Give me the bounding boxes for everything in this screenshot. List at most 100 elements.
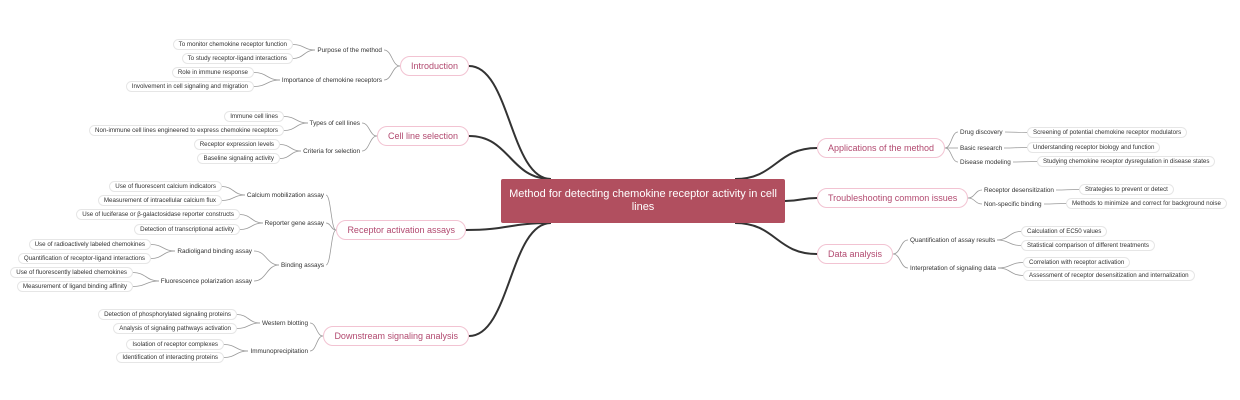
connector-down-w bbox=[309, 322, 324, 337]
connector-da-q-0 bbox=[996, 231, 1022, 241]
leaf-detection-of-transcriptional-activity[interactable]: Detection of transcriptional activity bbox=[134, 224, 240, 235]
leaf-to-study-receptor-ligand-interactions[interactable]: To study receptor-ligand interactions bbox=[181, 53, 293, 64]
leaf-use-of-radioactively-labeled-chemokines[interactable]: Use of radioactively labeled chemokines bbox=[28, 239, 151, 250]
leaf-use-of-fluorescent-calcium-indicators[interactable]: Use of fluorescent calcium indicators bbox=[109, 181, 222, 192]
connector-rec-c bbox=[325, 194, 337, 231]
topic-applications-of-the-method[interactable]: Applications of the method bbox=[817, 138, 946, 158]
connector-da-q-1 bbox=[996, 239, 1022, 246]
subtopic-importance-of-chemokine-receptors[interactable]: Importance of chemokine receptors bbox=[279, 74, 384, 86]
topic-data-analysis[interactable]: Data analysis bbox=[817, 244, 894, 264]
leaf-screening-of-potential-chemokine-receptor-modulators[interactable]: Screening of potential chemokine recepto… bbox=[1027, 127, 1188, 138]
subtopic-purpose-of-the-method[interactable]: Purpose of the method bbox=[315, 44, 384, 56]
connector-tr-d-0 bbox=[1055, 189, 1080, 191]
connector-rec-r bbox=[325, 222, 337, 231]
subtopic-non-specific-binding[interactable]: Non-specific binding bbox=[982, 198, 1044, 210]
connector-down bbox=[468, 222, 552, 337]
leaf-involvement-in-cell-signaling-and-migration[interactable]: Involvement in cell signaling and migrat… bbox=[125, 81, 254, 92]
central-topic[interactable]: Method for detecting chemokine receptor … bbox=[501, 179, 785, 223]
connector-app-m-0 bbox=[1012, 161, 1038, 163]
subtopic-reporter-gene-assay[interactable]: Reporter gene assay bbox=[262, 217, 326, 229]
leaf-statistical-comparison-of-different-treatments[interactable]: Statistical comparison of different trea… bbox=[1021, 240, 1155, 251]
subtopic-western-blotting[interactable]: Western blotting bbox=[259, 317, 310, 329]
topic-cell-line-selection[interactable]: Cell line selection bbox=[376, 126, 469, 146]
leaf-isolation-of-receptor-complexes[interactable]: Isolation of receptor complexes bbox=[126, 339, 224, 350]
leaf-use-of-fluorescently-labeled-chemokines[interactable]: Use of fluorescently labeled chemokines bbox=[10, 267, 133, 278]
subtopic-interpretation-of-signaling-data[interactable]: Interpretation of signaling data bbox=[908, 262, 998, 274]
subtopic-fluorescence-polarization-assay[interactable]: Fluorescence polarization assay bbox=[158, 275, 254, 287]
connector-da bbox=[734, 222, 818, 255]
leaf-non-immune-cell-lines-engineered-to-express-chemokine-receptors[interactable]: Non-immune cell lines engineered to expr… bbox=[89, 125, 284, 136]
subtopic-quantification-of-assay-results[interactable]: Quantification of assay results bbox=[908, 234, 998, 246]
connector-app-d bbox=[944, 131, 959, 149]
connector-intro-p-1 bbox=[292, 49, 316, 59]
subtopic-immunoprecipitation[interactable]: Immunoprecipitation bbox=[248, 345, 310, 357]
connector-down-i-0 bbox=[223, 344, 249, 352]
leaf-use-of-luciferase-or-galactosidase-reporter-constructs[interactable]: Use of luciferase or β-galactosidase rep… bbox=[76, 209, 240, 220]
connector-app-d-0 bbox=[1004, 131, 1028, 133]
leaf-identification-of-interacting-proteins[interactable]: Identification of interacting proteins bbox=[116, 352, 224, 363]
connector-app bbox=[734, 147, 818, 180]
leaf-quantification-of-receptor-ligand-interactions[interactable]: Quantification of receptor-ligand intera… bbox=[17, 253, 151, 264]
connector-rec bbox=[465, 222, 552, 231]
connector-cell-c-0 bbox=[279, 144, 302, 152]
leaf-understanding-receptor-biology-and-function[interactable]: Understanding receptor biology and funct… bbox=[1027, 142, 1161, 153]
leaf-immune-cell-lines[interactable]: Immune cell lines bbox=[224, 111, 284, 122]
leaf-baseline-signaling-activity[interactable]: Baseline signaling activity bbox=[197, 153, 280, 164]
leaf-methods-to-minimize-and-correct-for-background-noise[interactable]: Methods to minimize and correct for back… bbox=[1066, 198, 1227, 209]
leaf-measurement-of-intracellular-calcium-flux[interactable]: Measurement of intracellular calcium flu… bbox=[97, 195, 222, 206]
connector-down-w-0 bbox=[236, 314, 261, 324]
subtopic-criteria-for-selection[interactable]: Criteria for selection bbox=[301, 145, 362, 157]
connector-tr-d bbox=[967, 189, 983, 199]
connector-rec-bf-1 bbox=[132, 280, 160, 287]
topic-receptor-activation-assays[interactable]: Receptor activation assays bbox=[336, 220, 466, 240]
leaf-studying-chemokine-receptor-dysregulation-in-disease-states[interactable]: Studying chemokine receptor dysregulatio… bbox=[1037, 156, 1216, 167]
leaf-assessment-of-receptor-desensitization-and-internalization[interactable]: Assessment of receptor desensitization a… bbox=[1023, 270, 1195, 281]
leaf-receptor-expression-levels[interactable]: Receptor expression levels bbox=[193, 139, 280, 150]
connector-tr bbox=[784, 197, 818, 202]
subtopic-basic-research[interactable]: Basic research bbox=[958, 142, 1005, 154]
leaf-to-monitor-chemokine-receptor-function[interactable]: To monitor chemokine receptor function bbox=[172, 39, 293, 50]
connector-rec-c-1 bbox=[221, 194, 246, 201]
connector-da-q bbox=[892, 239, 909, 255]
subtopic-receptor-desensitization[interactable]: Receptor desensitization bbox=[982, 184, 1056, 196]
connector-da-i-0 bbox=[997, 262, 1024, 269]
subtopic-calcium-mobilization-assay[interactable]: Calcium mobilization assay bbox=[244, 189, 326, 201]
connector-app-b-0 bbox=[1003, 147, 1028, 149]
leaf-calculation-of-ec50-values[interactable]: Calculation of EC50 values bbox=[1021, 226, 1108, 237]
connector-down-w-1 bbox=[236, 322, 261, 329]
connector-rec-bf bbox=[253, 264, 280, 282]
subtopic-types-of-cell-lines[interactable]: Types of cell lines bbox=[307, 117, 362, 129]
connector-rec-bf-0 bbox=[132, 272, 160, 282]
connector-rec-br-0 bbox=[150, 244, 176, 252]
leaf-analysis-of-signaling-pathways-activation[interactable]: Analysis of signaling pathways activatio… bbox=[113, 323, 237, 334]
leaf-measurement-of-ligand-binding-affinity[interactable]: Measurement of ligand binding affinity bbox=[16, 281, 133, 292]
topic-introduction[interactable]: Introduction bbox=[399, 56, 469, 76]
connector-intro bbox=[468, 65, 552, 180]
connector-rec-r-0 bbox=[239, 214, 264, 224]
connector-tr-n-0 bbox=[1043, 203, 1067, 205]
connector-cell bbox=[468, 135, 552, 180]
subtopic-binding-assays[interactable]: Binding assays bbox=[279, 259, 326, 271]
connector-cell-t bbox=[361, 122, 378, 137]
connector-rec-br bbox=[253, 250, 280, 266]
connector-intro-p-0 bbox=[292, 44, 316, 51]
topic-troubleshooting-common-issues[interactable]: Troubleshooting common issues bbox=[817, 188, 969, 208]
connector-intro-i-0 bbox=[253, 72, 281, 81]
subtopic-disease-modeling[interactable]: Disease modeling bbox=[958, 156, 1013, 168]
connector-rec-c-0 bbox=[221, 186, 246, 196]
topic-downstream-signaling-analysis[interactable]: Downstream signaling analysis bbox=[323, 326, 469, 346]
leaf-strategies-to-prevent-or-detect[interactable]: Strategies to prevent or detect bbox=[1079, 184, 1174, 195]
connector-cell-c bbox=[361, 135, 378, 152]
leaf-role-in-immune-response[interactable]: Role in immune response bbox=[171, 67, 254, 78]
subtopic-radioligand-binding-assay[interactable]: Radioligand binding assay bbox=[175, 245, 254, 257]
connector-intro-i bbox=[383, 65, 401, 81]
leaf-correlation-with-receptor-activation[interactable]: Correlation with receptor activation bbox=[1023, 257, 1131, 268]
connector-cell-t-0 bbox=[283, 116, 309, 124]
leaf-detection-of-phosphorylated-signaling-proteins[interactable]: Detection of phosphorylated signaling pr… bbox=[98, 309, 237, 320]
connector-down-i bbox=[309, 335, 324, 352]
connector-rec-b bbox=[325, 229, 337, 266]
connector-cell-c-1 bbox=[279, 150, 302, 159]
subtopic-drug-discovery[interactable]: Drug discovery bbox=[958, 126, 1005, 138]
